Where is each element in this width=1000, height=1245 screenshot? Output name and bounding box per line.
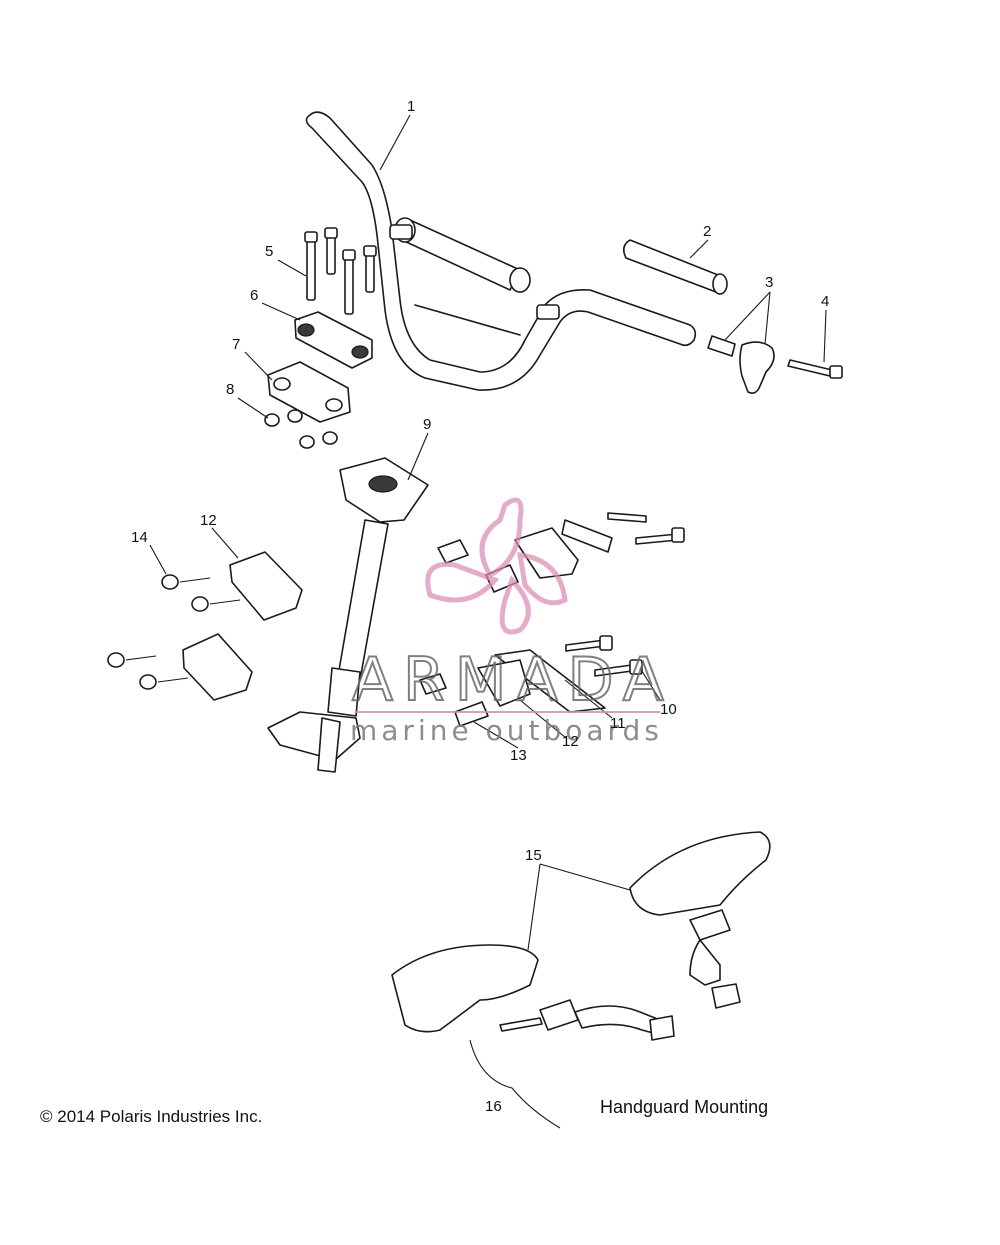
callout-2: 2 [703,223,711,240]
callout-8: 8 [226,381,234,398]
long-bolt [787,359,843,379]
callout-13: 13 [510,747,527,764]
handlebar [305,111,697,391]
handguard-right [629,831,771,1009]
upper-clamp [294,311,373,369]
lock-nuts-left [107,574,241,690]
callout-12a: 12 [200,512,217,529]
grip [622,239,728,295]
callout-14: 14 [131,529,148,546]
callout-16: 16 [485,1098,502,1115]
steering-post [267,457,429,773]
callout-15: 15 [525,847,542,864]
callout-3: 3 [765,274,773,291]
callout-5: 5 [265,243,273,260]
callout-10: 10 [660,701,677,718]
callout-12b: 12 [562,733,579,750]
leader-lines [149,114,827,1129]
armada-logo [425,497,568,635]
copyright-notice: © 2014 Polaris Industries Inc. [40,1107,262,1126]
lower-clamp [267,361,351,423]
callout-6: 6 [250,287,258,304]
lower-block-left [182,551,303,701]
right-mount-hardware [419,512,685,727]
clamp-bolts [304,227,377,315]
handguard-caption: Handguard Mounting [600,1097,768,1117]
lever-assembly [707,335,775,394]
flange-nuts [264,409,338,449]
callout-11: 11 [610,715,626,732]
callout-4: 4 [821,293,829,310]
callout-1: 1 [407,98,415,115]
watermark-tagline: marine outboards [350,714,663,747]
callout-7: 7 [232,336,240,353]
callout-9: 9 [423,416,431,433]
handguard-left [391,944,675,1041]
watermark-brand: ARMADA [352,645,674,715]
